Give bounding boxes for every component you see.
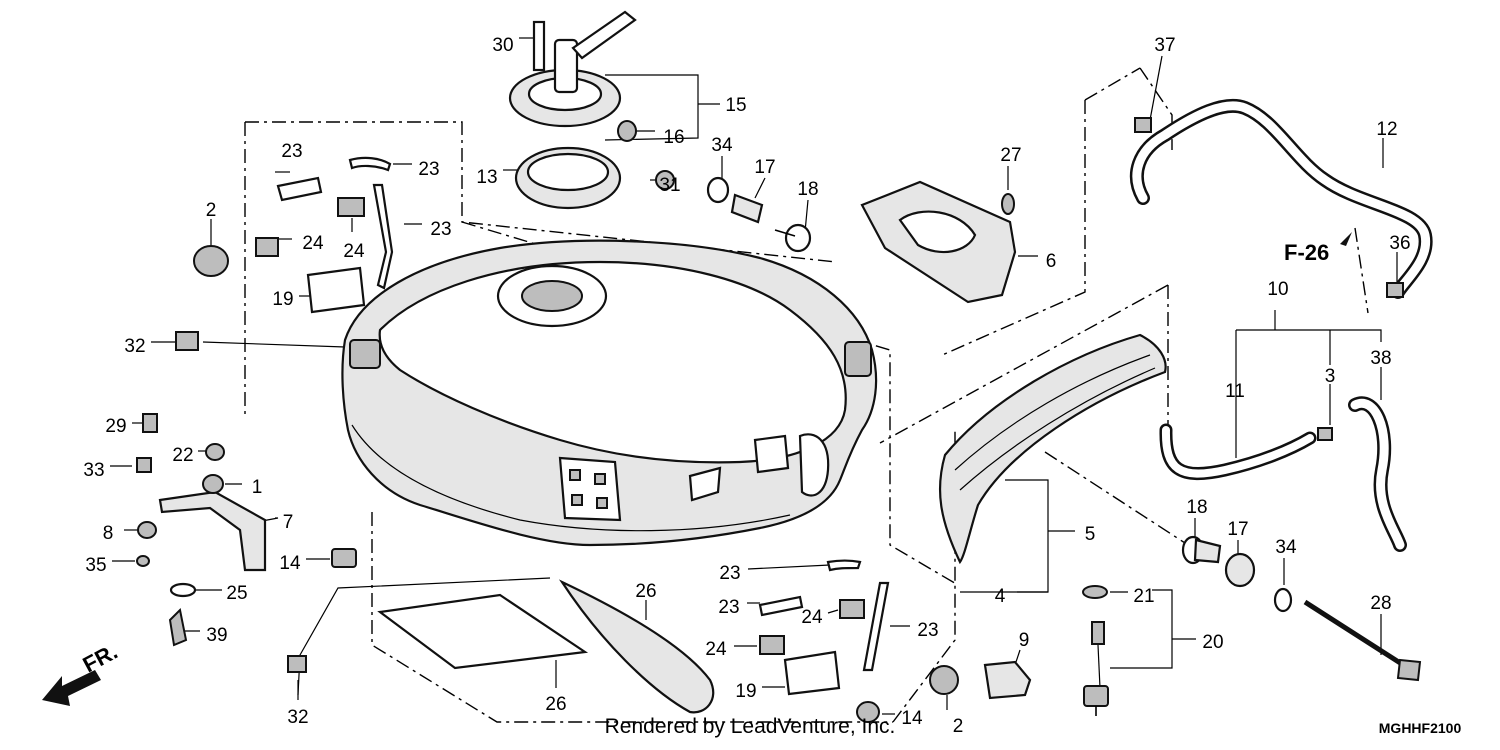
front-direction-label: FR. — [79, 639, 122, 678]
callout-c14a: 14 — [279, 553, 301, 574]
callout-c34b: 34 — [1275, 537, 1297, 558]
callout-c19a: 19 — [272, 289, 293, 310]
callout-c3: 3 — [1325, 366, 1336, 387]
fuel-cap-assembly — [508, 10, 637, 142]
callout-c7: 7 — [283, 512, 294, 533]
callout-c30a: 30 — [492, 35, 513, 56]
callout-c32a: 32 — [124, 336, 145, 357]
callout-c38: 38 — [1370, 348, 1391, 369]
callout-c36: 36 — [1389, 233, 1410, 254]
callout-c6: 6 — [1046, 251, 1057, 272]
cover-bracket — [860, 180, 1017, 304]
left-bracket — [136, 413, 357, 647]
callout-c24d: 24 — [705, 639, 727, 660]
callout-c17b: 17 — [1227, 519, 1248, 540]
callout-c5: 5 — [1085, 524, 1096, 545]
callout-c27: 27 — [1000, 145, 1021, 166]
callout-c2b: 2 — [953, 716, 964, 737]
callout-c15: 15 — [725, 95, 746, 116]
filler-ring — [514, 146, 622, 210]
callout-c34a: 34 — [711, 135, 733, 156]
callout-c33: 33 — [83, 460, 104, 481]
callout-c26b: 26 — [545, 694, 566, 715]
callout-c2a: 2 — [206, 200, 217, 221]
callout-c12: 12 — [1376, 119, 1397, 140]
callout-c32b: 32 — [287, 707, 308, 728]
render-credit: Rendered by LeadVenture, Inc. — [605, 715, 896, 738]
callout-c13: 13 — [476, 167, 497, 188]
section-reference: F-26 — [1284, 232, 1352, 265]
callout-c25: 25 — [226, 583, 247, 604]
drain-hoses — [1159, 396, 1407, 552]
callout-c24b: 24 — [343, 241, 365, 262]
callout-c14b: 14 — [901, 708, 923, 729]
callout-c26a: 26 — [635, 581, 656, 602]
callout-c10: 10 — [1267, 279, 1288, 300]
callout-c23e: 23 — [718, 597, 739, 618]
breather-hose — [1129, 98, 1433, 299]
callout-c4: 4 — [995, 586, 1006, 607]
callout-c23f: 23 — [917, 620, 938, 641]
callout-c28: 28 — [1370, 593, 1391, 614]
callout-c16: 16 — [663, 127, 684, 148]
mount-hardware-top — [655, 170, 812, 253]
right-lower-hardware — [1082, 535, 1422, 716]
callout-c23b: 23 — [418, 159, 439, 180]
front-direction-arrow: FR. — [42, 639, 122, 706]
callout-c19b: 19 — [735, 681, 756, 702]
callout-c31: 31 — [659, 175, 680, 196]
lower-pads — [377, 559, 1032, 723]
callout-c11: 11 — [1225, 381, 1245, 402]
callout-c8: 8 — [103, 523, 114, 544]
callout-c37: 37 — [1154, 35, 1175, 56]
callout-c9: 9 — [1019, 630, 1030, 651]
callout-c18b: 18 — [1186, 497, 1207, 518]
callout-c23c: 23 — [430, 219, 451, 240]
callout-c23a: 23 — [281, 141, 302, 162]
callout-c24a: 24 — [302, 233, 324, 254]
fuel-tank — [341, 239, 878, 547]
section-reference-label: F-26 — [1284, 240, 1329, 265]
callout-c29: 29 — [105, 416, 126, 437]
callout-c24c: 24 — [801, 607, 823, 628]
callout-c17a: 17 — [754, 157, 775, 178]
callout-c18a: 18 — [797, 179, 818, 200]
callout-c1: 1 — [252, 477, 263, 498]
callout-c21: 21 — [1133, 586, 1154, 607]
callout-c23d: 23 — [719, 563, 740, 584]
diagram-code: MGHHF2100 — [1379, 720, 1462, 736]
callout-c35: 35 — [85, 555, 106, 576]
callout-c22: 22 — [172, 445, 193, 466]
side-cover-5 — [938, 333, 1167, 565]
callout-c39: 39 — [206, 625, 227, 646]
upper-left-pads — [175, 156, 394, 673]
callout-c20: 20 — [1202, 632, 1223, 653]
